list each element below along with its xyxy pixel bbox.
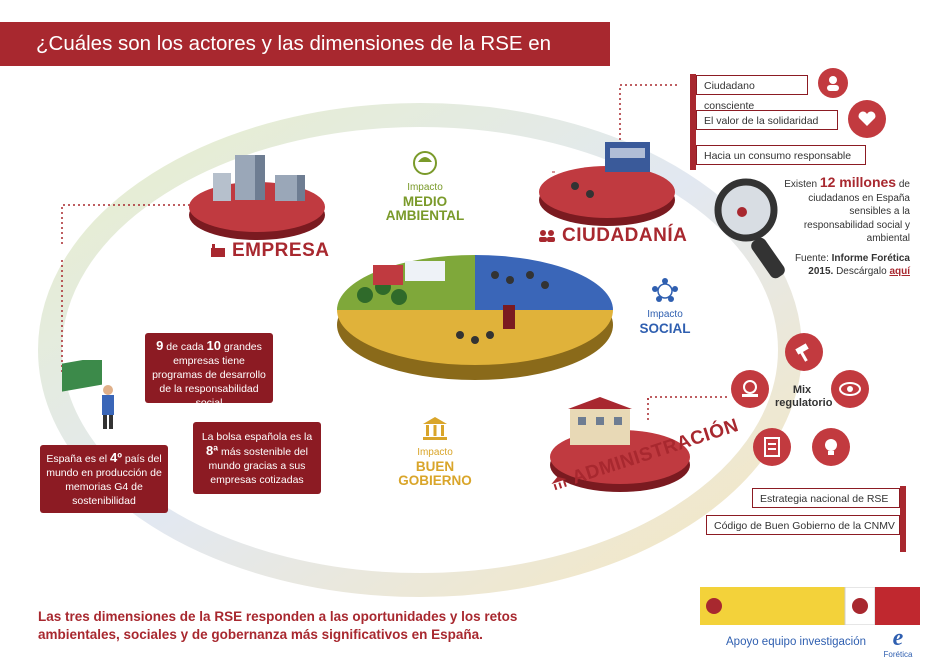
foretica-logo-text: Forética (883, 650, 913, 659)
empresa-platform (189, 155, 325, 240)
ciudadania-stat: Existen 12 millones de ciudadanos en Esp… (778, 174, 910, 279)
impacto-social: Impacto SOCIAL (620, 277, 710, 336)
impacto-bg-line1: BUEN (415, 459, 455, 474)
stat-download: Descárgalo (833, 266, 890, 277)
ciudadania-platform (539, 142, 675, 226)
fact2-num: 8ª (206, 443, 219, 458)
person-icon (818, 68, 848, 98)
stat-source-label: Fuente: (794, 252, 832, 264)
government-logos (700, 587, 920, 625)
stat-pre: Existen (784, 179, 820, 190)
fact1-t2: grandes empresas tiene programas de desa… (152, 341, 266, 409)
temple-icon (423, 417, 447, 440)
stat-text: de ciudadanos en España sensibles a la r… (803, 179, 910, 244)
globe-leaf-icon (413, 151, 437, 175)
empresa-label: EMPRESA (232, 240, 330, 261)
ciudadania-label: CIUDADANÍA (562, 225, 688, 246)
fact1-t1: de cada (163, 341, 207, 353)
download-link[interactable]: aquí (889, 266, 910, 277)
support-text: Apoyo equipo investigación (726, 636, 867, 648)
impacto-buen-gobierno: Impacto BUEN GOBIERNO (390, 415, 480, 488)
fact3-t1: España es el (46, 453, 110, 465)
impacto-social-top: Impacto (647, 309, 683, 320)
impacto-ma-line2: AMBIENTAL (385, 208, 465, 223)
fact1-num1: 9 (156, 338, 164, 353)
empresa-fact-3: España es el 4º país del mundo en produc… (40, 445, 168, 513)
ciudadania-tag-2: El valor de la solidaridad (696, 110, 838, 130)
page-title: ¿Cuáles son los actores y las dimensione… (0, 22, 610, 99)
mix-regulatorio-label: Mix regulatorio (775, 384, 833, 409)
center-pie (337, 255, 613, 380)
gavel-icon (785, 333, 823, 371)
people-icon (539, 230, 555, 242)
impacto-social-line1: SOCIAL (639, 321, 691, 336)
admin-tag-2: Código de Buen Gobierno de la CNMV (706, 515, 900, 535)
impacto-bg-line2: GOBIERNO (398, 473, 472, 488)
empresa-label-group: EMPRESA (210, 240, 329, 262)
empresa-fact-1: 9 de cada 10 grandes empresas tiene prog… (145, 333, 273, 409)
eye-icon (831, 370, 869, 408)
magnifier-icon (714, 178, 785, 279)
heart-hand-icon (848, 100, 886, 138)
euro-hand-icon (731, 370, 769, 408)
impacto-bg-top: Impacto (417, 447, 453, 458)
document-icon (753, 428, 791, 466)
fact2-t2: más sostenible del mundo gracias a sus e… (208, 446, 308, 486)
stat-num: 12 millones (819, 174, 897, 190)
impacto-ma-line1: MEDIO (402, 194, 448, 209)
temple-small-icon (551, 476, 567, 491)
administracion-label-group: ADMINISTRACIÓN (549, 415, 742, 496)
fact2-t1: La bolsa española es la (201, 431, 313, 443)
fact3-t2: país del mundo en producción de memorias… (46, 453, 162, 507)
network-icon (652, 278, 678, 302)
ciudadania-tag-3: Hacia un consumo responsable (696, 145, 866, 165)
footer-text: Las tres dimensiones de la RSE responden… (38, 609, 518, 642)
admin-tag-1: Estrategia nacional de RSE (752, 488, 900, 508)
administracion-platform (550, 397, 690, 492)
lightbulb-icon (812, 428, 850, 466)
factory-icon (211, 244, 225, 257)
foretica-logo: e Forética (878, 626, 918, 659)
presenter-illustration (62, 360, 114, 429)
ciudadania-tag-1: Ciudadano consciente (696, 75, 808, 112)
fact3-num: 4º (109, 450, 122, 465)
impacto-medio-ambiental: Impacto MEDIO AMBIENTAL (375, 150, 475, 223)
fact1-num2: 10 (206, 338, 222, 353)
empresa-fact-2: La bolsa española es la 8ª más sostenibl… (193, 422, 321, 494)
stat-source: Informe Forética 2015. (808, 252, 910, 278)
impacto-ma-top: Impacto (407, 182, 443, 193)
buildings-icon (213, 155, 305, 201)
ciudadania-label-group: CIUDADANÍA (538, 225, 687, 247)
